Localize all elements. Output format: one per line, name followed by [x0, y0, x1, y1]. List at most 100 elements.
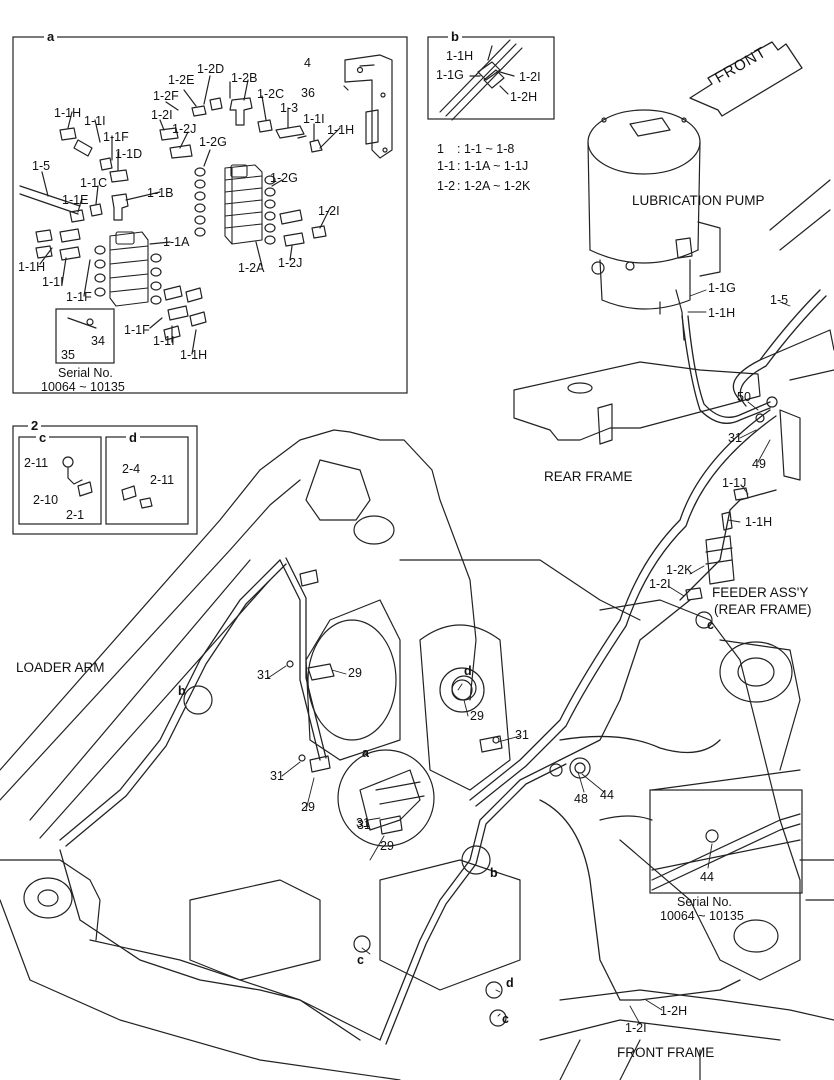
part-label: 1-1F [103, 130, 129, 144]
part-label: 1-1H [446, 49, 474, 63]
panel-a-parts [19, 54, 393, 355]
legend-value-1-2: : 1-2A ~ 1-2K [457, 179, 531, 193]
part-label: 1-2I [625, 1021, 647, 1035]
part-label: 1-1E [62, 193, 89, 207]
part-label: 1-2K [666, 563, 693, 577]
part-label: 1-2I [151, 108, 173, 122]
tag-b: b [448, 30, 462, 43]
tag-2: 2 [28, 419, 42, 432]
part-label: 50 [737, 390, 751, 404]
label-rear-frame: REAR FRAME [544, 469, 633, 484]
part-label: 1-2J [278, 256, 303, 270]
part-label: 1-1H [54, 106, 82, 120]
part-label: 1-2I [519, 70, 541, 84]
part-label: 1-5 [770, 293, 789, 307]
part-label: d [506, 976, 514, 990]
part-label: 1-2F [153, 89, 179, 103]
part-label: 1-3 [280, 101, 299, 115]
panel-d-parts [121, 485, 153, 509]
part-label: 1-2H [510, 90, 538, 104]
legend-value-1-1: : 1-1A ~ 1-1J [457, 159, 529, 173]
legend-key-1-1: 1-1 [437, 159, 456, 173]
part-label: 2-11 [150, 473, 175, 487]
part-label: 1-2H [660, 1004, 688, 1018]
part-label: b [178, 684, 186, 698]
part-label: 1-2I [318, 204, 340, 218]
part-label: 44 [600, 788, 614, 802]
part-label: 44 [700, 870, 714, 884]
serial-inset-line2: 10064 ~ 10135 [660, 909, 744, 923]
front-arrow-icon [689, 41, 803, 117]
panel-c-parts [62, 456, 93, 497]
part-label: 1-1H [708, 306, 736, 320]
part-label: d [464, 664, 472, 678]
part-label: 1-1G [708, 281, 736, 295]
part-label: 1-1F [124, 323, 150, 337]
part-label: 1-1H [180, 348, 208, 362]
panel-2-frame [12, 425, 198, 535]
panel-b-frame [427, 36, 555, 120]
part-label: 1-2J [172, 122, 197, 136]
part-label: 31 [357, 818, 371, 832]
front-frame [539, 599, 834, 1080]
legend-key-1: 1 [437, 142, 444, 156]
serial-inset-line1: Serial No. [677, 895, 732, 909]
tag-d: d [126, 431, 140, 444]
serial-top-line1: Serial No. [58, 366, 113, 380]
part-label: 1-1I [84, 114, 106, 128]
part-label: 1-2B [231, 71, 258, 85]
label-feeder-line1: FEEDER ASS'Y [712, 585, 809, 600]
part-label: a [362, 746, 369, 760]
part-label: 29 [470, 709, 484, 723]
part-label: 2-10 [33, 493, 59, 507]
part-label: 1-1A [163, 235, 190, 249]
part-label: b [490, 866, 498, 880]
part-label: 34 [91, 334, 105, 348]
label-lubrication-pump: LUBRICATION PUMP [632, 193, 765, 208]
part-label: 1-1B [147, 186, 174, 200]
part-label: 31 [257, 668, 271, 682]
rear-frame [513, 179, 834, 481]
part-label: 1-1H [18, 260, 46, 274]
panel-d-frame [105, 436, 189, 525]
panel-c-frame [18, 436, 102, 525]
part-label: 2-11 [24, 456, 49, 470]
part-label: 1-1H [745, 515, 773, 529]
inset-44-detail [599, 769, 801, 891]
loader-arm [0, 429, 641, 1080]
part-label: 35 [61, 348, 75, 362]
part-label: 1-2G [270, 171, 298, 185]
part-label: 1-1C [80, 176, 108, 190]
part-label: 29 [380, 839, 394, 853]
legend-key-1-2: 1-2 [437, 179, 456, 193]
label-loader-arm: LOADER ARM [16, 660, 105, 675]
part-label: 29 [348, 666, 362, 680]
part-label: 1-2E [168, 73, 195, 87]
feeder-assembly [685, 487, 749, 601]
part-label: 1-1I [303, 112, 325, 126]
part-label: 31 [728, 431, 742, 445]
part-label: 1-1F [66, 290, 92, 304]
part-label: 1-2A [238, 261, 265, 275]
part-label: c [502, 1012, 509, 1026]
part-label: 1-1J [722, 476, 747, 490]
part-label: 1-1G [436, 68, 464, 82]
label-feeder-line2: (REAR FRAME) [714, 602, 812, 617]
tag-a: a [44, 30, 58, 43]
panel-a-frame [12, 36, 408, 394]
part-label: 1-5 [32, 159, 51, 173]
legend-value-1: : 1-1 ~ 1-8 [457, 142, 515, 156]
serial-top-line2: 10064 ~ 10135 [41, 380, 125, 394]
part-label: 1-1D [115, 147, 143, 161]
part-label: c [357, 953, 364, 967]
part-label: 2-1 [66, 508, 85, 522]
part-label: 31 [356, 816, 370, 830]
part-label: 4 [304, 56, 311, 70]
tag-c: c [36, 431, 50, 444]
part-label: 29 [301, 800, 315, 814]
part-label: 1-2I [649, 577, 671, 591]
panel-b-parts [439, 39, 523, 121]
hose-runs [59, 289, 827, 1045]
part-label: 49 [752, 457, 766, 471]
